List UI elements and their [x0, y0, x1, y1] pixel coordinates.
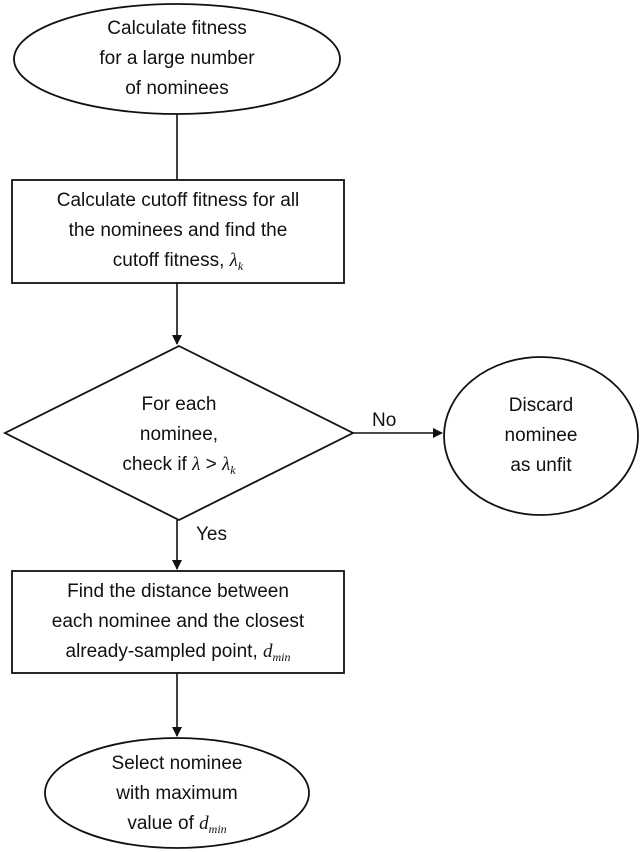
- select-line-2: with maximum: [116, 783, 238, 804]
- distance-box: [11, 570, 345, 674]
- cutoff-line-1: Calculate cutoff fitness for all: [56, 190, 300, 211]
- cutoff-line-3-prefix: cutoff fitness,: [112, 250, 230, 271]
- cutoff-box: [11, 179, 345, 284]
- decision-line-3: check if λ > λk: [122, 450, 235, 480]
- yes-edge-label: Yes: [196, 524, 227, 545]
- start-node-text: Calculate fitness for a large number of …: [27, 14, 327, 104]
- start-line-3: of nominees: [125, 78, 229, 99]
- discard-node-text: Discard nominee as unfit: [461, 391, 621, 481]
- d-subscript: min: [272, 650, 291, 664]
- discard-line-1: Discard: [508, 395, 574, 416]
- select-line-3-prefix: value of: [127, 813, 200, 834]
- cutoff-node-text: Calculate cutoff fitness for all the nom…: [14, 186, 342, 276]
- start-line-1: Calculate fitness: [107, 18, 247, 39]
- discard-ellipse: [443, 356, 639, 516]
- d-symbol: d: [263, 641, 273, 662]
- decision-diamond: [2, 344, 356, 522]
- discard-line-3: as unfit: [510, 455, 572, 476]
- distance-line-3-prefix: already-sampled point,: [65, 641, 263, 662]
- d-symbol: d: [199, 813, 209, 834]
- start-line-2: for a large number: [99, 48, 255, 69]
- distance-line-2: each nominee and the closest: [51, 611, 305, 632]
- greater-than-operator: >: [200, 454, 223, 475]
- distance-line-1: Find the distance between: [67, 581, 289, 602]
- lambda-k-subscript: k: [230, 463, 236, 477]
- decision-line-1: For each: [141, 394, 217, 415]
- decision-node-text: For each nominee, check if λ > λk: [79, 390, 279, 480]
- decision-check-prefix: check if: [122, 454, 193, 475]
- lambda-symbol: λ: [229, 250, 238, 271]
- lambda-subscript: k: [237, 259, 244, 273]
- lambda-symbol: λ: [192, 454, 201, 475]
- decision-line-2: nominee,: [139, 424, 219, 445]
- select-line-3: value of dmin: [127, 809, 226, 839]
- cutoff-line-2: the nominees and find the: [68, 220, 288, 241]
- distance-node-text: Find the distance between each nominee a…: [14, 577, 342, 667]
- cutoff-line-3: cutoff fitness, λk: [113, 246, 243, 276]
- discard-line-2: nominee: [504, 425, 578, 446]
- d-subscript: min: [208, 822, 227, 836]
- distance-line-3: already-sampled point, dmin: [66, 637, 291, 667]
- lambda-k-symbol: λ: [222, 454, 231, 475]
- no-edge-label: No: [372, 410, 397, 431]
- select-line-1: Select nominee: [111, 753, 243, 774]
- select-ellipse: [44, 737, 310, 849]
- select-node-text: Select nominee with maximum value of dmi…: [67, 749, 287, 839]
